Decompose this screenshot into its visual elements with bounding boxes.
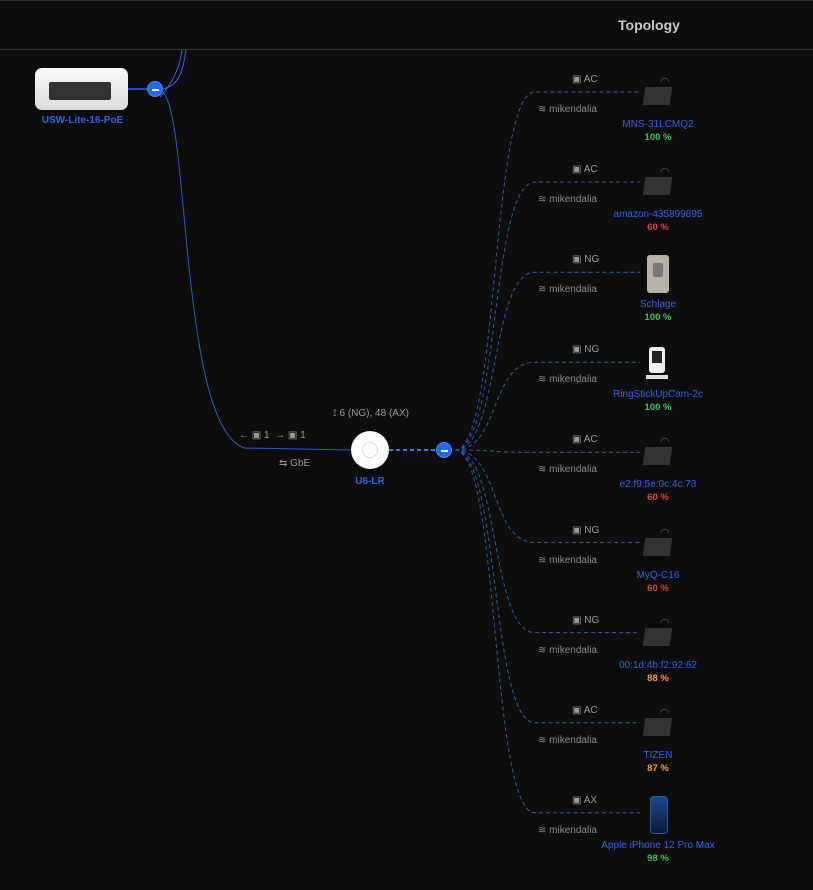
signal-strength: 60 %: [647, 222, 669, 234]
client-name[interactable]: Schlage: [639, 299, 677, 311]
radio-band: ▣ AC: [572, 74, 598, 85]
switch-name[interactable]: USW-Lite-16-PoE: [41, 115, 124, 126]
collapse-switch-button[interactable]: [147, 81, 163, 97]
switch-device[interactable]: [35, 68, 128, 110]
client-name[interactable]: MyQ-C16: [636, 569, 680, 581]
radio-icon: ▣: [572, 434, 584, 446]
radio-band: ▣ AC: [572, 704, 598, 716]
generic-device-icon: ◠: [642, 707, 673, 740]
generic-device-icon: ◠: [642, 166, 673, 199]
camera-icon: [644, 347, 672, 380]
signal-strength: 100 %: [644, 402, 672, 414]
phone-icon: [644, 795, 672, 834]
signal-strength: 60 %: [647, 582, 669, 594]
swap-icon: ⇆: [279, 458, 291, 469]
ssid: ≋ mikendalia: [538, 824, 597, 836]
client-name[interactable]: amazon-435899895: [613, 209, 703, 221]
ssid: ≋ mikendalia: [538, 554, 597, 566]
radio-icon: ▣: [572, 164, 584, 176]
ssid: ≋ mikendalia: [538, 284, 597, 296]
client-name[interactable]: MNS-31LCMQ2: [622, 119, 694, 130]
uplink: [162, 49, 187, 90]
lock-icon: [644, 255, 672, 294]
radio-band: ▣ NG: [572, 524, 600, 536]
ssid: ≋ mikendalia: [538, 734, 597, 746]
wifi-icon: ≋: [538, 554, 550, 566]
radio-icon: ▣: [572, 704, 584, 716]
generic-device-icon: ◠: [642, 527, 673, 560]
radio-band: ▣ AX: [572, 794, 598, 806]
signal-strength: 100 %: [644, 132, 672, 143]
ssid: ≋ mikendalia: [538, 104, 597, 115]
radio-icon: ▣: [572, 614, 585, 626]
collapse-ap-button[interactable]: [436, 442, 452, 458]
client-link: [454, 449, 640, 814]
client-link: [454, 449, 640, 543]
signal-strength: 60 %: [647, 492, 669, 504]
radio-band: ▣ AC: [572, 434, 598, 446]
wifi-icon: ≋: [538, 284, 550, 296]
client-name[interactable]: 00:1d:4b:f2:92:62: [619, 659, 697, 671]
radio-icon: ▣: [572, 254, 585, 266]
client-name[interactable]: e2:f9:5e:0c:4c:73: [619, 479, 697, 491]
radio-icon: ▣: [572, 794, 584, 806]
signal-strength: 87 %: [647, 762, 669, 774]
client-item[interactable]: ▣ AC ≋ mikendalia ◠ e2:f9:5e:0c:4c:73 60…: [520, 434, 800, 529]
signal-strength: 98 %: [647, 852, 669, 864]
ap-uplink-ports: ← ▣ 1 → ▣ 1: [239, 430, 306, 441]
client-item[interactable]: ▣ AC ≋ mikendalia ◠ MNS-31LCMQ2 100 %: [520, 74, 800, 169]
client-item[interactable]: ▣ NG ≋ mikendalia RingStickUpCam-2c 100 …: [520, 344, 800, 439]
client-item[interactable]: ▣ NG ≋ mikendalia ◠ MyQ-C16 60 %: [520, 525, 800, 620]
wifi-icon: ≋: [538, 104, 550, 115]
ap-link-speed: ⇆ GbE: [279, 458, 311, 469]
ssid: ≋ mikendalia: [538, 644, 597, 656]
generic-device-icon: ◠: [642, 76, 673, 109]
switch-ap-link: [162, 91, 352, 451]
signal-strength: 100 %: [644, 312, 672, 324]
wifi-icon: ≋: [538, 464, 550, 476]
client-link: [454, 91, 640, 451]
ssid: ≋ mikendalia: [538, 194, 597, 206]
radio-band: ▣ NG: [572, 344, 600, 356]
ssid: ≋ mikendalia: [538, 374, 597, 386]
radio-icon: ▣: [572, 344, 585, 356]
ap-name[interactable]: U6-LR: [355, 476, 385, 487]
ssid: ≋ mikendalia: [538, 464, 597, 476]
radio-icon: ▣: [572, 74, 584, 85]
client-name[interactable]: RingStickUpCam-2c: [612, 389, 704, 401]
client-item[interactable]: ▣ NG ≋ mikendalia Schlage 100 %: [520, 254, 800, 349]
client-item[interactable]: ▣ AX ≋ mikendalia Apple iPhone 12 Pro Ma…: [520, 795, 800, 890]
wifi-icon: ≋: [538, 734, 550, 746]
signal-strength: 88 %: [647, 672, 669, 684]
radio-icon: ▣: [572, 524, 585, 536]
wifi-icon: ≋: [538, 194, 550, 206]
wifi-icon: ≋: [538, 824, 550, 836]
client-name[interactable]: Apple iPhone 12 Pro Max: [601, 839, 715, 851]
wifi-icon: ≋: [538, 374, 550, 386]
wifi-icon: ≋: [538, 644, 550, 656]
client-item[interactable]: ▣ AC ≋ mikendalia ◠ TIZEN 87 %: [520, 705, 800, 800]
radio-band: ▣ NG: [572, 254, 600, 266]
client-item[interactable]: ▣ AC ≋ mikendalia ◠ amazon-435899895 60 …: [520, 164, 800, 259]
generic-device-icon: ◠: [642, 617, 673, 650]
uplink: [159, 49, 183, 98]
radio-band: ▣ AC: [572, 164, 598, 176]
page-title: Topology: [618, 17, 680, 33]
client-link: [454, 449, 640, 634]
generic-device-icon: ◠: [642, 436, 673, 469]
client-item[interactable]: ▣ NG ≋ mikendalia ◠ 00:1d:4b:f2:92:62 88…: [520, 615, 800, 710]
antenna-icon: ⟟: [333, 408, 340, 419]
radio-band: ▣ NG: [572, 614, 600, 626]
ap-channels: ⟟ 6 (NG), 48 (AX): [333, 408, 409, 419]
client-name[interactable]: TIZEN: [643, 749, 673, 761]
ap-device[interactable]: [351, 431, 389, 469]
client-link: [454, 449, 640, 453]
client-link: [454, 361, 640, 451]
client-link: [454, 449, 640, 724]
client-link: [454, 181, 640, 451]
header: Topology: [0, 0, 813, 50]
